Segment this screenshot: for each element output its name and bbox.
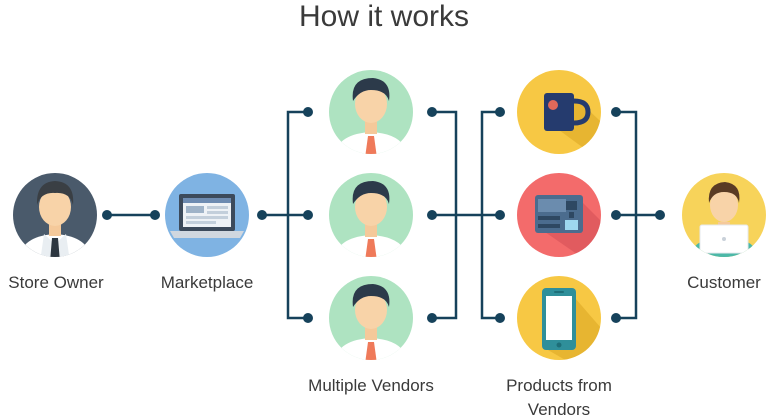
products-label-line2: Vendors (527, 400, 591, 419)
dot (495, 313, 505, 323)
dot (495, 107, 505, 117)
dot (427, 107, 437, 117)
customer-label: Customer (687, 273, 761, 292)
mug-icon (517, 70, 601, 154)
dot (611, 313, 621, 323)
dot (427, 313, 437, 323)
dot (655, 210, 665, 220)
marketplace-label: Marketplace (160, 273, 254, 292)
dot (102, 210, 112, 220)
store-owner-label: Store Owner (8, 273, 104, 292)
connector-lines (107, 110, 660, 320)
bracket-products-left (480, 110, 500, 320)
products-label-line1: Products from (506, 376, 612, 395)
smartphone-icon (517, 276, 601, 360)
vendor-avatar-icon (329, 70, 413, 154)
dot (427, 210, 437, 220)
multiple-vendors-label: Multiple Vendors (308, 376, 434, 395)
customer-laptop-avatar-icon (682, 173, 766, 257)
businessman-avatar-icon (13, 173, 97, 257)
laptop-icon (165, 173, 249, 257)
dot (495, 210, 505, 220)
dot (150, 210, 160, 220)
dot (611, 107, 621, 117)
dot (303, 210, 313, 220)
page-title: How it works (298, 0, 470, 33)
dot (611, 210, 621, 220)
dot (303, 313, 313, 323)
connector-dots (102, 107, 665, 323)
vendor-avatar-icon (329, 276, 413, 360)
coffee-machine-icon (517, 173, 601, 257)
dot (257, 210, 267, 220)
vendor-avatar-icon (329, 173, 413, 257)
dot (303, 107, 313, 117)
